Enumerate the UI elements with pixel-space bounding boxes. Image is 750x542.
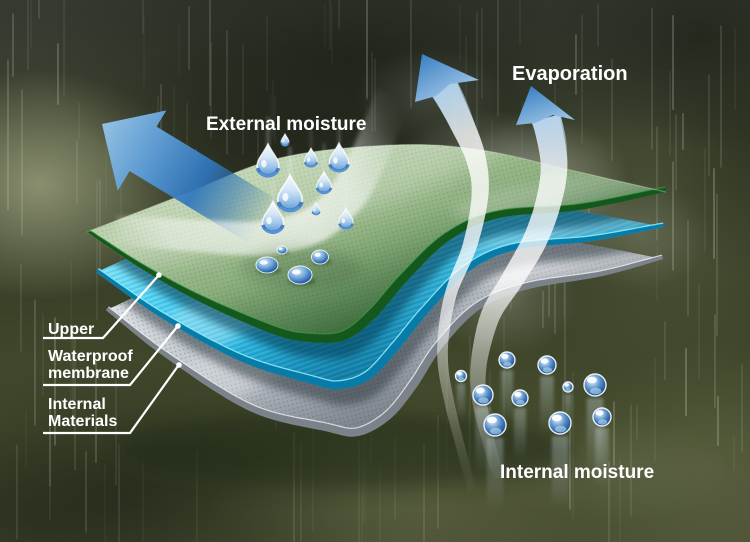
svg-text:External moisture: External moisture: [206, 114, 367, 135]
svg-text:Upper: Upper: [48, 321, 94, 338]
svg-text:Materials: Materials: [48, 413, 117, 430]
svg-text:Internal: Internal: [48, 396, 106, 413]
svg-text:membrane: membrane: [48, 365, 129, 382]
svg-text:Internal moisture: Internal moisture: [500, 462, 654, 483]
svg-text:Evaporation: Evaporation: [512, 63, 628, 85]
svg-text:Waterproof: Waterproof: [48, 348, 133, 365]
